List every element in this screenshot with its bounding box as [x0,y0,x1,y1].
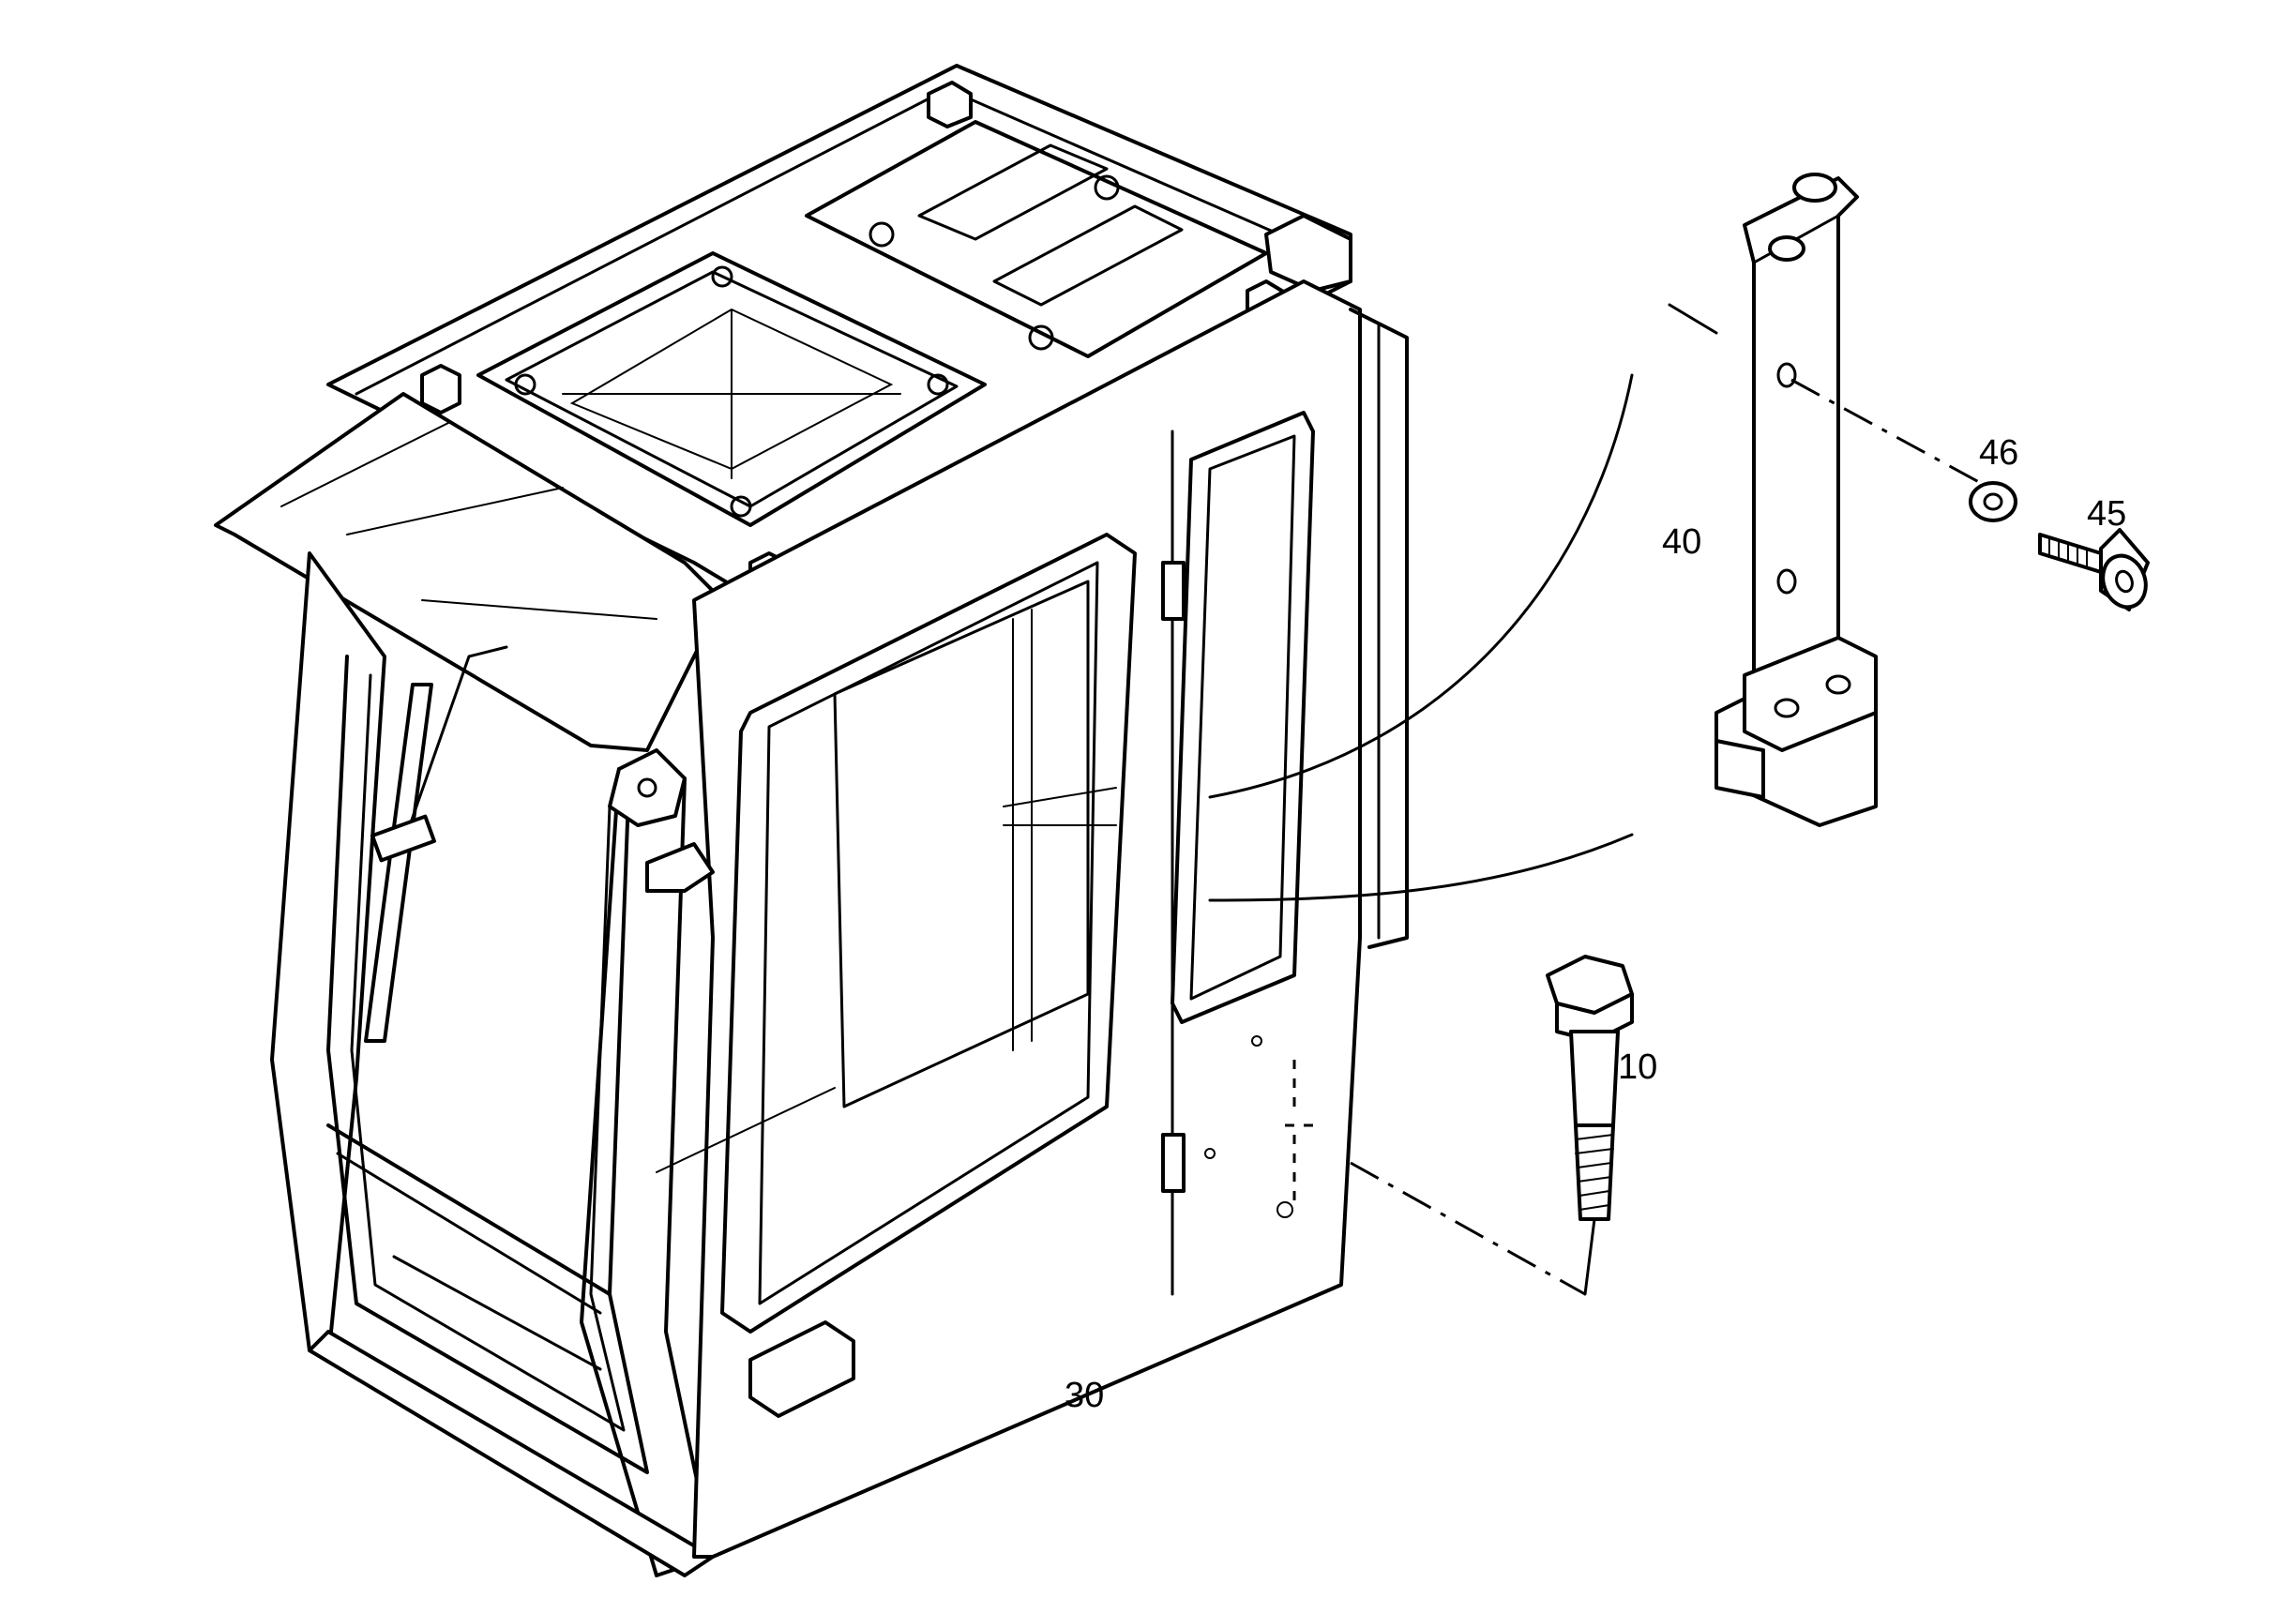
bolt-axis-line [1583,1217,1596,1296]
hex-bolt [1546,955,1634,1221]
screw-axis-line [1790,378,1999,494]
mounting-bracket [1714,173,1878,827]
bolt-to-cab-dashline [1350,1161,1586,1296]
bolt-hole-marks [1285,1060,1313,1200]
callout-46: 46 [1979,433,2018,473]
cap-screw [2038,528,2150,611]
washer [1969,481,2017,522]
callout-45: 45 [2087,494,2126,534]
callout-40: 40 [1662,522,1701,562]
operator-cab [214,64,1409,1577]
callout-10: 10 [1618,1048,1657,1087]
callout-40-leader [1668,303,1718,335]
bracket-detail-arc-lower [1208,833,1634,902]
bracket-detail-arc-upper [1208,373,1634,799]
callout-30: 30 [1065,1376,1104,1415]
